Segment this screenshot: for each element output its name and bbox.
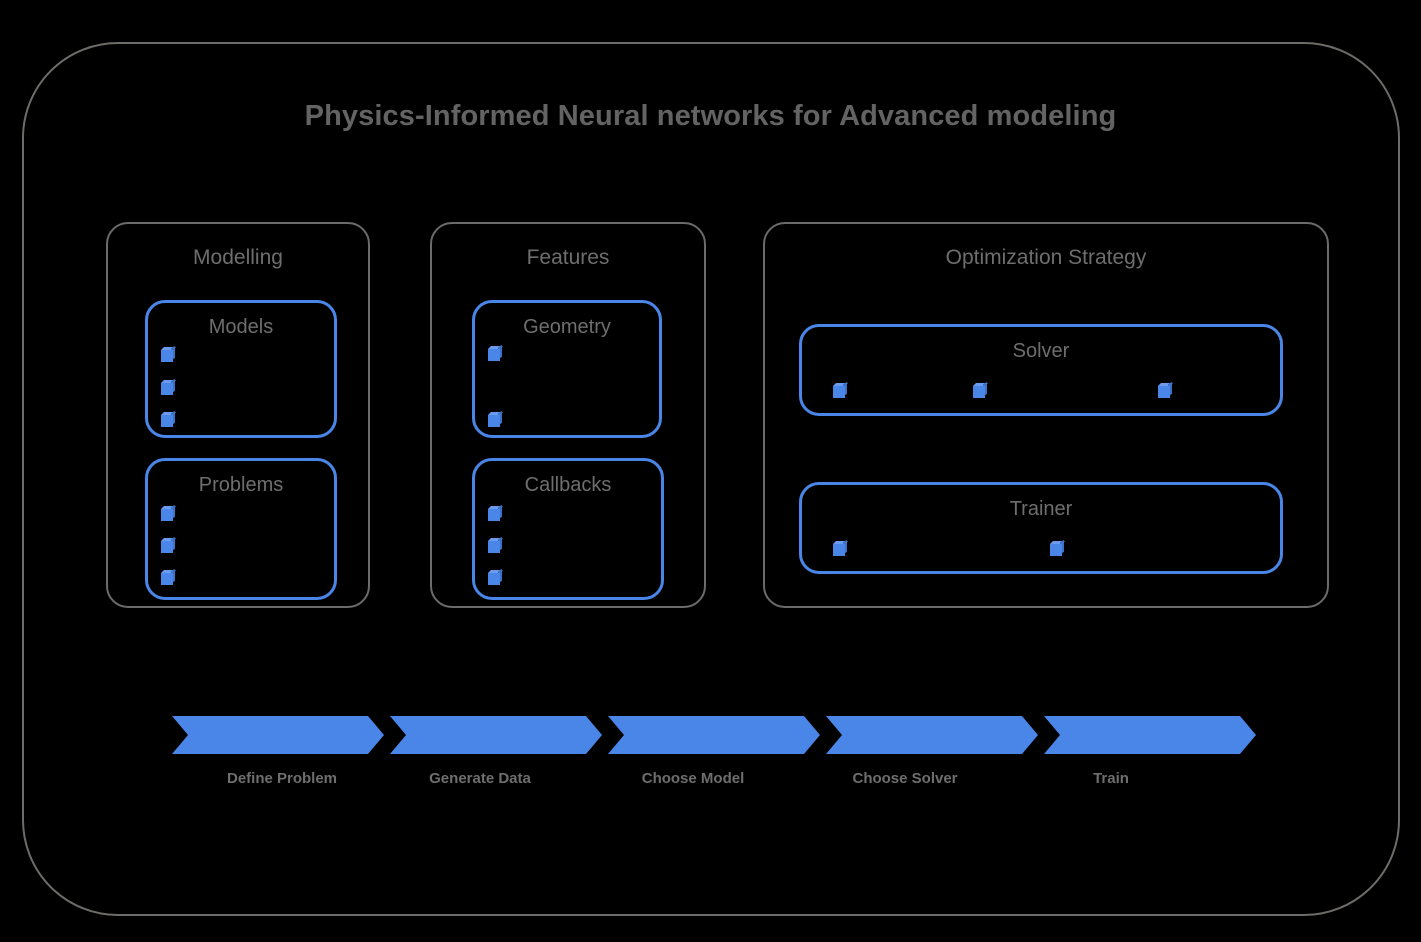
cube-icon xyxy=(161,411,176,427)
group-features-label: Features xyxy=(526,246,610,269)
group-optimization-strategy-label: Optimization Strategy xyxy=(945,246,1147,269)
pipeline-step-5-chevron[interactable] xyxy=(1044,716,1256,754)
pipeline-step-3-chevron[interactable] xyxy=(608,716,820,754)
group-modelling: Modelling xyxy=(106,222,370,608)
group-features: Features xyxy=(430,222,706,608)
cube-icon xyxy=(833,540,848,556)
box-geometry-label: Geometry xyxy=(523,316,611,338)
pipeline-step-3-label: Choose Model xyxy=(641,770,745,787)
pipeline-step-1-label: Define Problem xyxy=(226,770,338,787)
pipeline-step-4-label: Choose Solver xyxy=(852,770,958,787)
group-optimization-strategy: Optimization Strategy xyxy=(763,222,1329,608)
cube-icon xyxy=(1050,540,1065,556)
pipeline-step-2-label: Generate Data xyxy=(429,770,531,787)
cube-icon xyxy=(161,569,176,585)
cube-icon xyxy=(488,505,503,521)
cube-icon xyxy=(488,345,503,361)
cube-icon xyxy=(161,346,176,362)
page-title: Physics-Informed Neural networks for Adv… xyxy=(304,100,1117,132)
box-callbacks[interactable]: Callbacks xyxy=(472,458,664,600)
pipeline-step-5-label: Train xyxy=(1093,770,1129,787)
pipeline-step-2-chevron[interactable] xyxy=(390,716,602,754)
cube-icon xyxy=(488,569,503,585)
box-solver-label: Solver xyxy=(1012,340,1070,362)
cube-icon xyxy=(488,411,503,427)
box-models[interactable]: Models xyxy=(145,300,337,438)
cube-icon xyxy=(833,382,848,398)
box-problems[interactable]: Problems xyxy=(145,458,337,600)
cube-icon xyxy=(1158,382,1173,398)
box-trainer[interactable]: Trainer xyxy=(799,482,1283,574)
box-trainer-label: Trainer xyxy=(1009,498,1073,520)
box-geometry[interactable]: Geometry xyxy=(472,300,662,438)
cube-icon xyxy=(161,505,176,521)
cube-icon xyxy=(161,537,176,553)
pipeline-step-1-chevron[interactable] xyxy=(172,716,384,754)
box-solver[interactable]: Solver xyxy=(799,324,1283,416)
cube-icon xyxy=(161,379,176,395)
box-problems-label: Problems xyxy=(198,474,284,496)
box-callbacks-label: Callbacks xyxy=(524,474,612,496)
group-modelling-label: Modelling xyxy=(193,246,283,269)
cube-icon xyxy=(488,537,503,553)
pipeline-step-4-chevron[interactable] xyxy=(826,716,1038,754)
outer-frame xyxy=(22,42,1400,916)
box-models-label: Models xyxy=(208,316,274,338)
pipeline xyxy=(172,716,1214,754)
cube-icon xyxy=(973,382,988,398)
